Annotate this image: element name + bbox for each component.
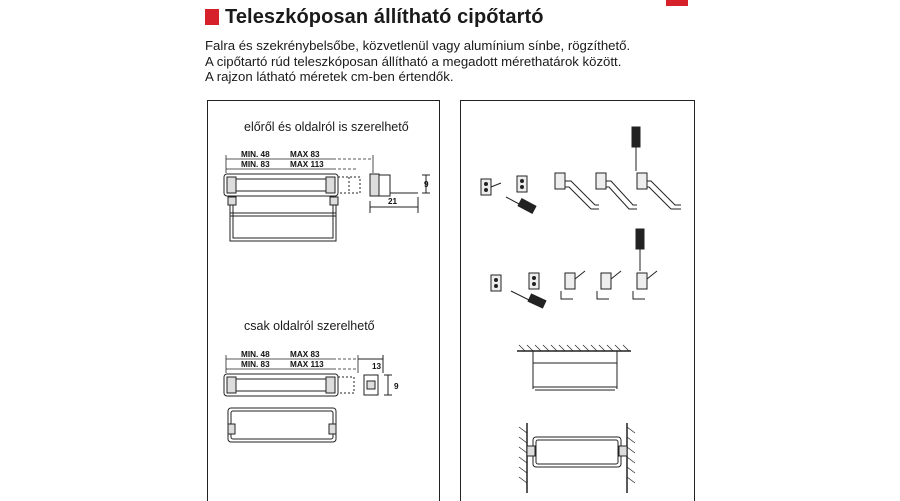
intro-line-3: A rajzon látható méretek cm-ben értendők… [205,69,454,84]
wall-mount-icon [518,423,636,493]
bracket-with-rail-1 [554,172,681,210]
right-drawings [480,126,681,493]
intro-text: Falra és szekrénybelsőbe, közvetlenül va… [205,38,630,85]
bottom-rail-loop [227,407,337,443]
left-drawing-panel: előről és oldalról is szerelhető csak ol… [207,100,440,501]
ceiling-mount-icon [517,344,631,391]
top-min1: MIN. 48 [241,150,270,159]
screwdriver-vertical-1 [631,126,641,171]
bottom-caption: csak oldalról szerelhető [244,319,375,333]
wall-bracket-pair-2 [490,272,540,292]
bottom-side-view [358,355,392,396]
top-side-width: 21 [388,197,398,206]
bottom-max1: MAX 83 [290,350,320,359]
intro-line-1: Falra és szekrénybelsőbe, közvetlenül va… [205,38,631,53]
top-rail-loop [227,196,339,242]
header: Teleszkóposan állítható cipőtartó [205,4,544,30]
top-side-view [369,173,430,213]
screwdriver-icon-2 [510,290,547,309]
corner-accent-mark [666,0,688,6]
title-marker-icon [205,9,219,25]
left-drawings: MIN. 48 MAX 83 MIN. 83 MAX 113 [223,150,430,443]
bottom-side-width: 13 [372,362,382,371]
bottom-max2: MAX 113 [290,360,324,369]
bracket-with-rail-2 [560,270,658,300]
top-max2: MAX 113 [290,160,324,169]
top-height-mark: 9 [424,180,429,189]
top-max1: MAX 83 [290,150,320,159]
right-drawing-panel [460,100,695,501]
screwdriver-icon [505,196,537,214]
wall-bracket-pair-1 [480,175,528,196]
bottom-rail-front-view [223,373,355,397]
bottom-min1: MIN. 48 [241,350,270,359]
top-min2: MIN. 83 [241,160,270,169]
screwdriver-vertical-2 [635,228,645,271]
top-dimension-lines [225,155,374,173]
top-rail-front-view [223,173,361,197]
bottom-height-mark: 9 [394,382,399,391]
bottom-min2: MIN. 83 [241,360,270,369]
bottom-dimension-lines [225,355,359,373]
page-title: Teleszkóposan állítható cipőtartó [225,5,544,28]
top-caption: előről és oldalról is szerelhető [244,120,409,134]
intro-line-2: A cipőtartó rúd teleszkóposan állítható … [205,53,622,69]
